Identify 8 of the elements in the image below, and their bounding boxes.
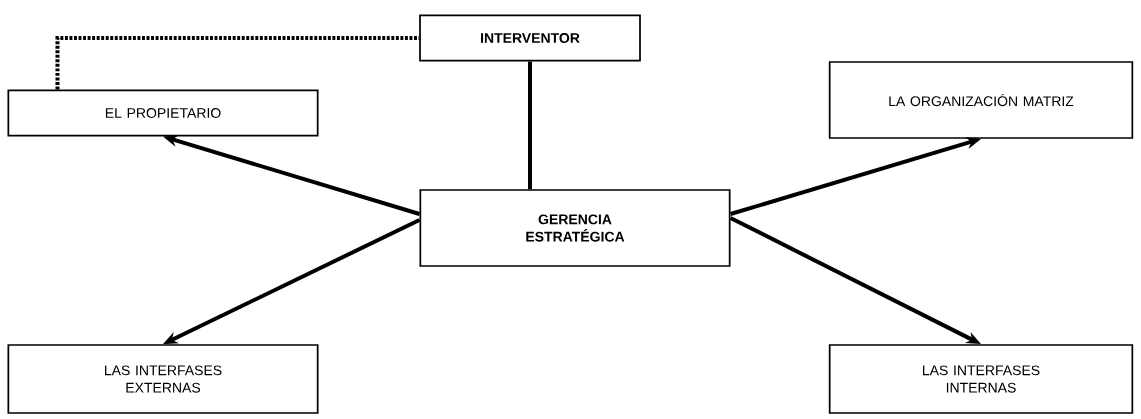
box: LAS INTERFASES INTERNAS	[828, 344, 1134, 414]
box: GERENCIA ESTRATÉGICA	[419, 189, 731, 267]
box: INTERVENTOR	[419, 14, 641, 62]
connector-line	[55, 36, 420, 90]
box: EL PROPIETARIO	[7, 89, 319, 137]
box: LA ORGANIZACIÓN MATRIZ	[828, 61, 1134, 139]
box: LAS INTERFASES EXTERNAS	[7, 344, 319, 414]
connector-line	[528, 61, 532, 190]
